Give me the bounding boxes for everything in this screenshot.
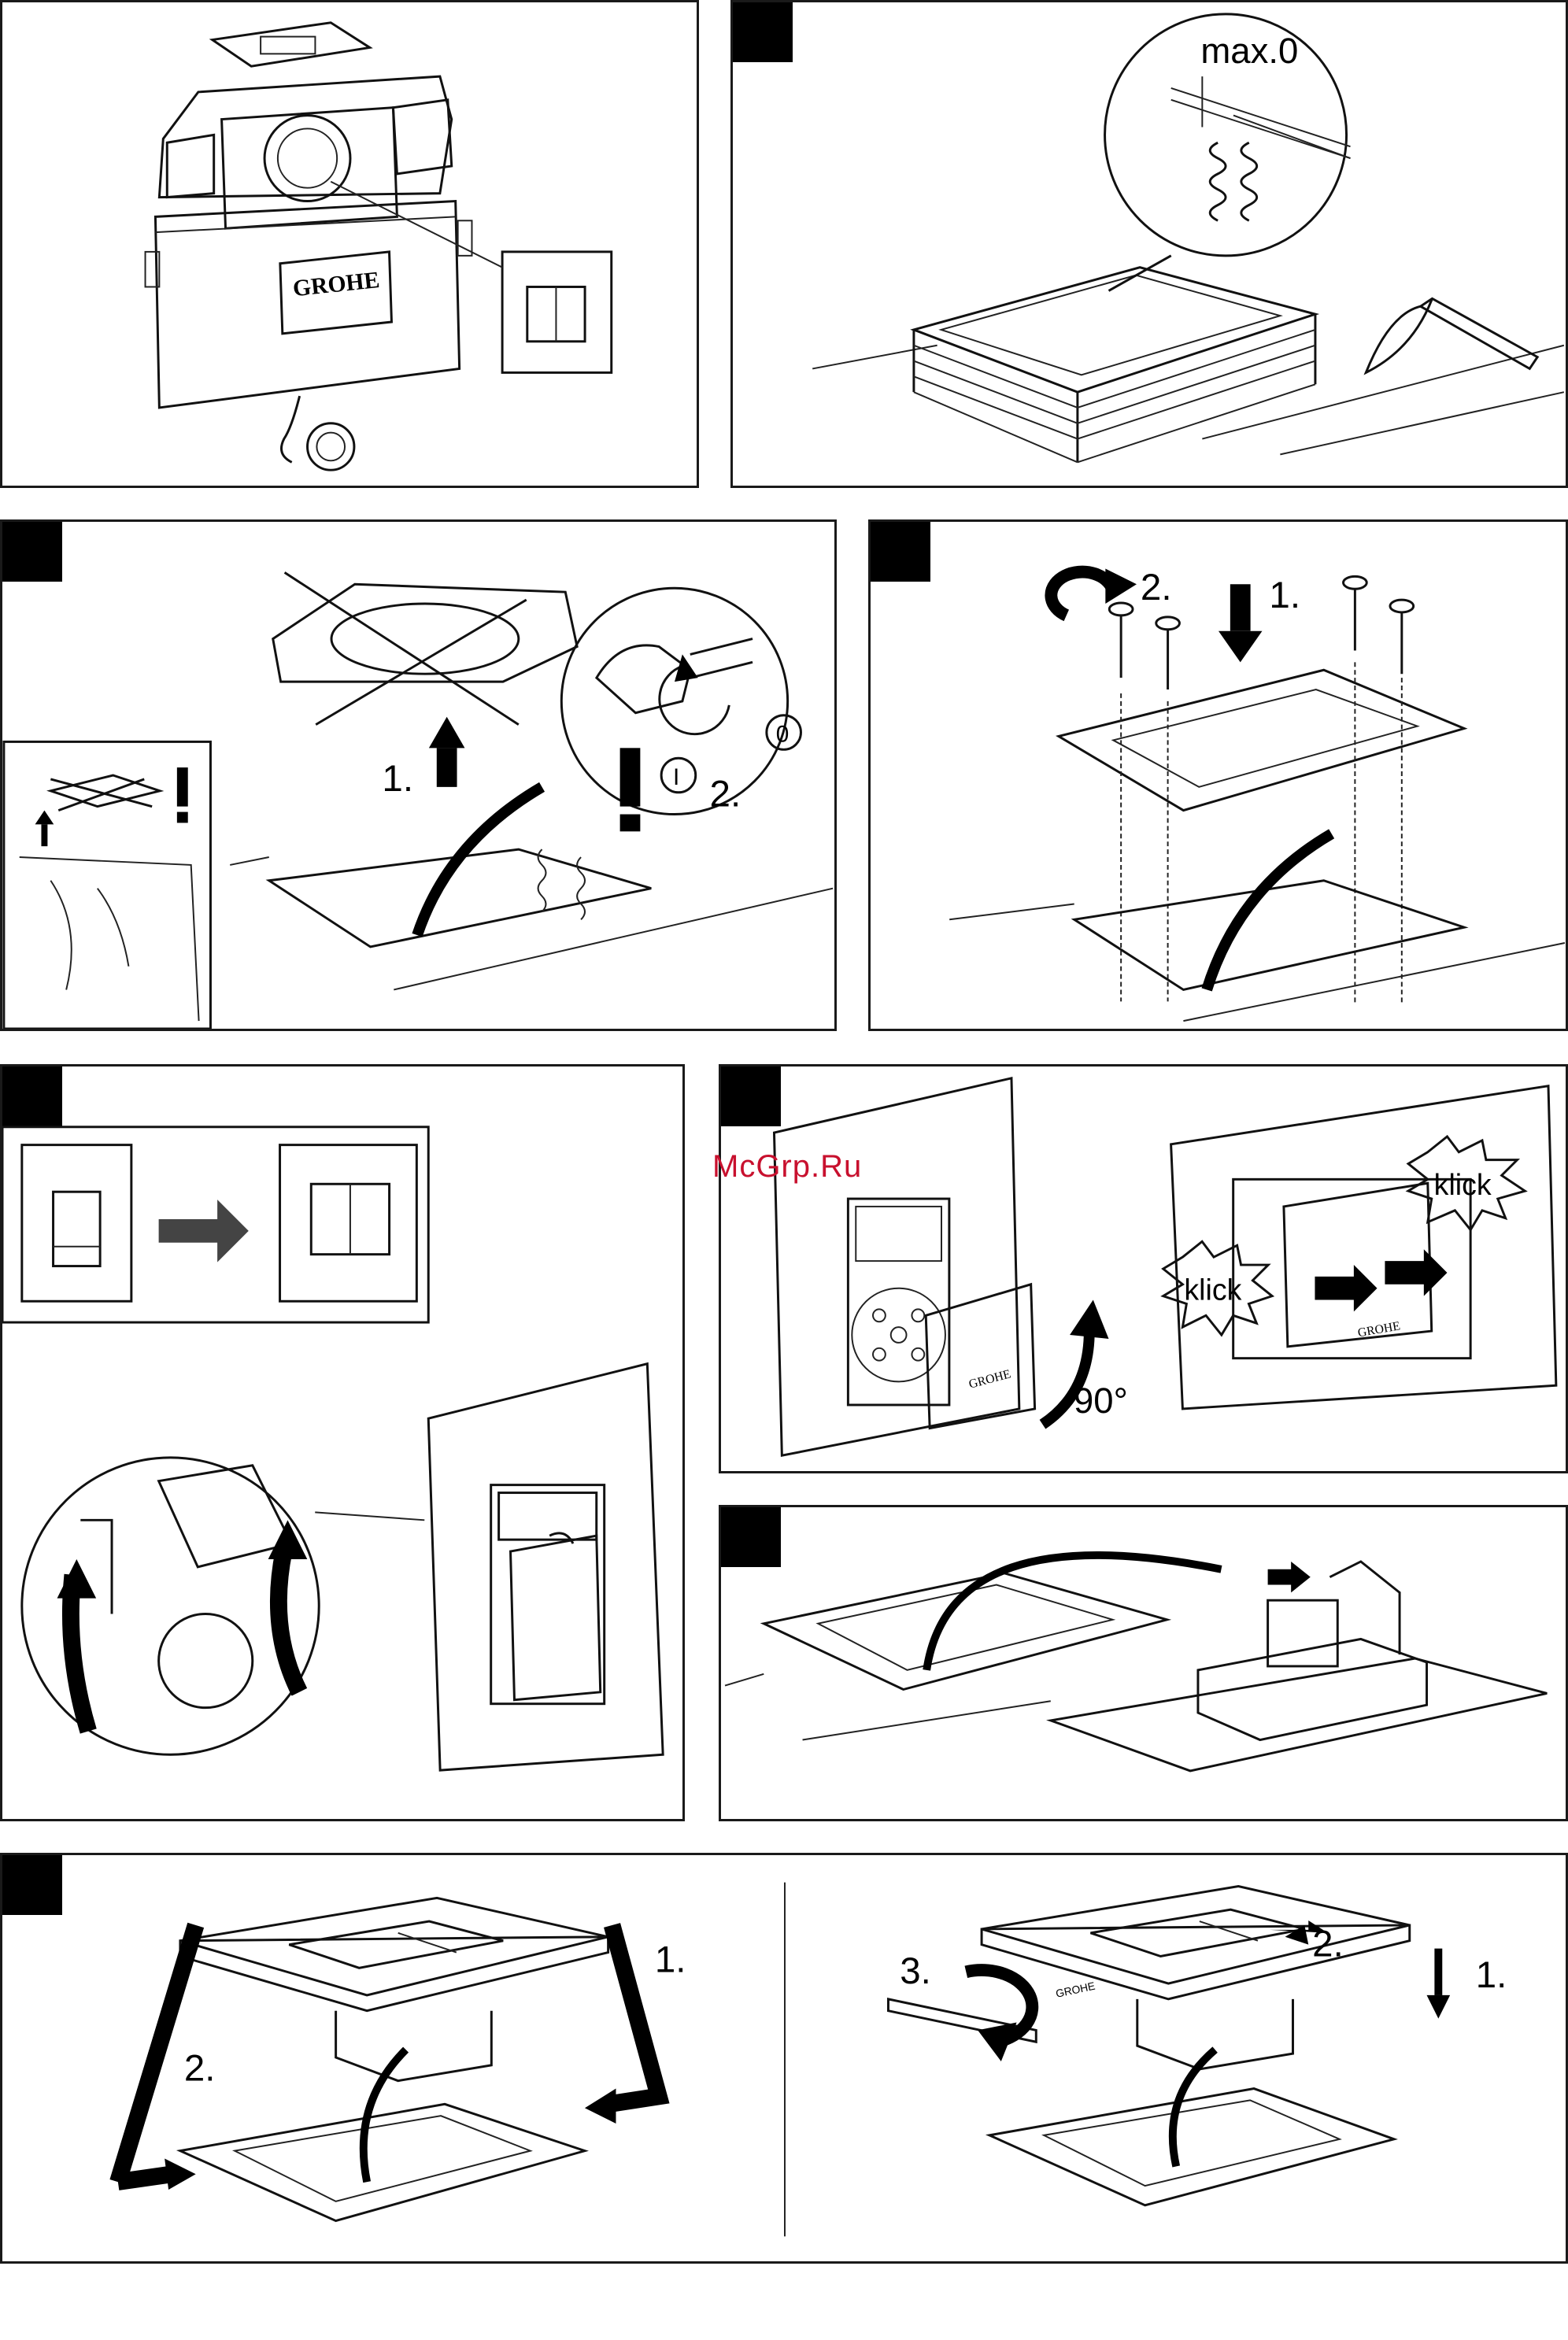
- left-step-2-label: 2.: [184, 2048, 216, 2090]
- template-illustration: max.0: [733, 2, 1566, 486]
- warning-icon: [620, 748, 641, 806]
- panel-final-assembly: 2. 1. GROHE 2. 1. 3.: [0, 1853, 1568, 2264]
- click-label-left: klick: [1184, 1274, 1241, 1307]
- cistern-illustration: [2, 2, 697, 486]
- connect-cable-illustration: [721, 1507, 1566, 1819]
- switch-on-label: I: [673, 764, 679, 790]
- single-plate: [22, 1145, 131, 1302]
- right-step-3-label: 3.: [900, 1950, 931, 1992]
- change-button-illustration: [2, 1066, 682, 1819]
- grohe-logo: GROHE: [967, 1367, 1012, 1392]
- step-1-label: 1.: [1269, 575, 1300, 616]
- step-2-label: 2.: [1141, 567, 1172, 608]
- right-step-2-label: 2.: [1312, 1924, 1344, 1965]
- rotate-90-label: 90°: [1074, 1381, 1128, 1421]
- step-2-label: 2.: [710, 774, 741, 815]
- attach-plate-illustration: GROHE 90° GROHE klick klick: [721, 1066, 1566, 1471]
- panel-connect-cable: [719, 1505, 1568, 1821]
- panel-change-button: [0, 1064, 685, 1821]
- step-1-label: 1.: [382, 758, 413, 800]
- panel-attach-plate: GROHE 90° GROHE klick klick: [719, 1064, 1568, 1473]
- remove-frame-illustration: 1. I 0 2.: [2, 522, 834, 1029]
- right-step-1-label: 1.: [1476, 1954, 1507, 1996]
- knife-icon: [1366, 298, 1537, 372]
- max-zero-label: max.0: [1200, 31, 1298, 71]
- dual-plate: [280, 1145, 417, 1302]
- arrow-right-icon: [159, 1200, 249, 1262]
- final-assembly-illustration: 2. 1. GROHE 2. 1. 3.: [2, 1855, 1566, 2261]
- panel-remove-frame: 1. I 0 2.: [0, 519, 837, 1031]
- switch-off-label: 0: [776, 721, 790, 747]
- watermark: McGrp.Ru: [712, 1149, 862, 1185]
- mount-frame-illustration: 2. 1.: [871, 522, 1566, 1029]
- left-step-1-label: 1.: [655, 1939, 686, 1980]
- grohe-logo: GROHE: [1055, 1980, 1096, 2000]
- panel-cistern-overview: GROHE: [0, 0, 699, 488]
- panel-mount-frame: 2. 1.: [868, 519, 1568, 1031]
- click-label-right: klick: [1434, 1168, 1492, 1201]
- rotate-arrow-icon: [1051, 572, 1113, 615]
- template-stack: [914, 268, 1315, 463]
- panel-cut-template: max.0: [730, 0, 1568, 488]
